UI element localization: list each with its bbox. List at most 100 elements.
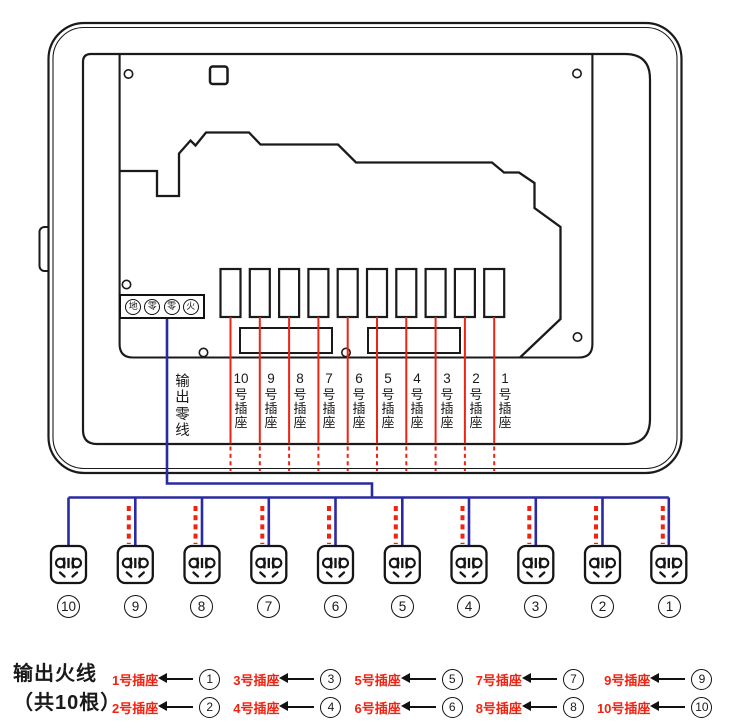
mapping-number: 7 (562, 668, 584, 690)
left-arrow-icon (279, 700, 315, 712)
socket-number-6: 6 (324, 595, 347, 618)
left-arrow-icon (400, 700, 436, 712)
socket-number-10: 10 (57, 595, 80, 618)
socket-icon (49, 544, 88, 585)
pcb-outline (119, 131, 562, 359)
mapping-number: 8 (562, 696, 584, 718)
neutral-wire (67, 316, 671, 546)
mapping-number: 1 (199, 668, 221, 690)
connector-label-9: 9 号插座 (264, 371, 278, 431)
mapping-number: 6 (441, 696, 463, 718)
connector-label-10: 10 号插座 (233, 371, 249, 431)
connector-label-4: 4 号插座 (410, 371, 424, 431)
mapping-label: 8号插座 (475, 700, 522, 716)
socket-number-1: 1 (658, 595, 681, 618)
mapping-label: 9号插座 (604, 672, 651, 688)
left-arrow-icon (521, 672, 557, 684)
mapping-label: 4号插座 (233, 700, 280, 716)
mapping-entry-3: 3号插座 3 (233, 668, 354, 690)
front-panel (81, 52, 652, 446)
mapping-entry-4: 4号插座 4 (233, 696, 354, 718)
screw-hole (572, 331, 583, 342)
mapping-label: 2号插座 (112, 700, 159, 716)
connector-label-7: 7 号插座 (322, 371, 336, 431)
socket-icon (450, 544, 488, 585)
mapping-entry-9: 9号插座 9 (597, 668, 725, 690)
left-arrow-icon (400, 672, 436, 684)
socket-icon (517, 544, 555, 585)
mapping-number: 5 (441, 668, 463, 690)
connector-label-3: 3 号插座 (440, 371, 454, 431)
left-arrow-icon (158, 672, 194, 684)
screw-hole (198, 347, 209, 358)
lower-rect-right (367, 327, 461, 354)
compartment-outline (118, 54, 594, 359)
left-arrow-icon (279, 672, 315, 684)
mapping-entry-1: 1号插座 1 (112, 668, 233, 690)
mapping-number: 2 (199, 696, 221, 718)
terminal-live: 火 (182, 298, 199, 315)
terminal-ground: 地 (125, 298, 142, 315)
connector-label-2: 2 号插座 (469, 371, 483, 431)
live-wire-mapping-table: 1号插座 1 2号插座 2 3号插座 3 4号插座 4 5号插座 5 6号插座 … (112, 665, 713, 721)
output-live-title: 输出火线 （共10根） (13, 660, 121, 718)
terminal-block: 地 零 零 火 (119, 294, 205, 319)
socket-number-9: 9 (124, 595, 147, 618)
mapping-entry-8: 8号插座 8 (475, 696, 597, 718)
live-wires-solid (229, 317, 496, 444)
mapping-number: 9 (691, 668, 713, 690)
socket-icon (250, 544, 288, 585)
mapping-number: 3 (320, 668, 342, 690)
mapping-label: 10号插座 (596, 700, 651, 716)
device-outer-shell-inner-line (52, 26, 678, 470)
screw-hole (571, 68, 582, 79)
socket-icons (49, 544, 688, 585)
socket-icon (383, 544, 421, 585)
left-arrow-icon (650, 672, 686, 684)
connector-label-6: 6 号插座 (352, 371, 366, 431)
socket-number-3: 3 (524, 595, 547, 618)
socket-number-4: 4 (457, 595, 480, 618)
output-live-title-line2: （共10根） (13, 692, 122, 714)
mapping-label: 3号插座 (233, 672, 280, 688)
socket-number-8: 8 (190, 595, 213, 618)
socket-icon (116, 544, 154, 585)
neutral-line-label: 输出零线 (175, 374, 190, 440)
mapping-entry-5: 5号插座 5 (354, 668, 475, 690)
mapping-label: 5号插座 (354, 672, 401, 688)
live-wire-stubs (126, 506, 665, 544)
device-outer-shell (47, 21, 683, 475)
screw-hole (123, 69, 134, 80)
mapping-entry-2: 2号插座 2 (112, 696, 233, 718)
left-arrow-icon (521, 700, 557, 712)
screw-hole (340, 347, 351, 358)
connector-label-5: 5 号插座 (381, 371, 395, 431)
mapping-label: 1号插座 (112, 672, 159, 688)
mapping-label: 6号插座 (354, 700, 401, 716)
connector-label-8: 8 号插座 (293, 371, 307, 431)
socket-number-5: 5 (391, 595, 414, 618)
square-cutout (208, 65, 229, 86)
socket-icon (183, 544, 221, 585)
mapping-number: 4 (320, 696, 342, 718)
connector-label-1: 1 号插座 (498, 371, 512, 431)
terminal-neutral-1: 零 (144, 298, 161, 315)
socket-icon (316, 544, 355, 585)
mapping-label: 7号插座 (475, 672, 522, 688)
output-live-title-line1: 输出火线 (13, 663, 97, 685)
socket-number-2: 2 (591, 595, 614, 618)
socket-icon (650, 544, 688, 585)
socket-icon (583, 544, 622, 585)
mapping-entry-7: 7号插座 7 (475, 668, 597, 690)
mapping-entry-10: 10号插座 10 (596, 696, 725, 718)
left-arrow-icon (158, 700, 194, 712)
screw-holes (121, 68, 583, 358)
screw-hole (121, 279, 132, 290)
left-arrow-icon (650, 700, 686, 712)
mapping-entry-6: 6号插座 6 (354, 696, 475, 718)
terminal-neutral-2: 零 (163, 298, 180, 315)
lower-rect-left (239, 327, 333, 354)
socket-number-7: 7 (257, 595, 280, 618)
